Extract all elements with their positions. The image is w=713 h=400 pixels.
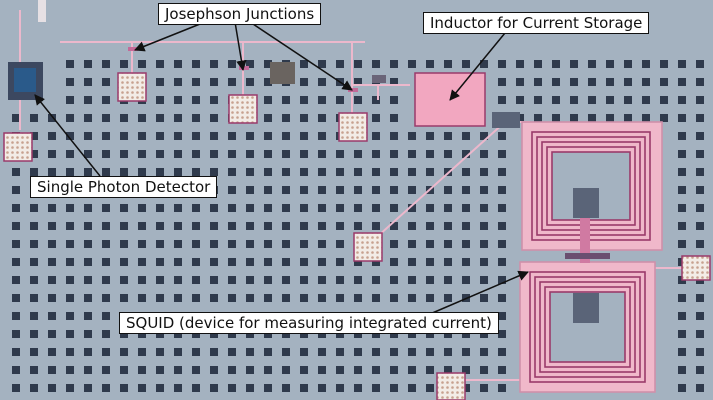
inductor-label: Inductor for Current Storage (423, 12, 650, 34)
squid-label: SQUID (device for measuring integrated c… (119, 312, 499, 334)
squid-upper-coil (521, 121, 663, 251)
squid-input (492, 112, 520, 128)
bond-pads (3, 72, 711, 400)
detector-label: Single Photon Detector (30, 176, 218, 198)
annotation-arrows (34, 21, 529, 315)
squid-lower-coil (519, 261, 656, 393)
squid-link (580, 218, 590, 263)
squid-lower-contact (573, 293, 599, 323)
junctions-label: Josephson Junctions (158, 3, 322, 25)
bond-block (270, 62, 295, 84)
junction-markers (128, 47, 386, 92)
detector-core (14, 68, 36, 92)
squid-upper-contact (573, 188, 599, 218)
top-lead (38, 0, 46, 22)
squid-junctions (565, 253, 610, 259)
